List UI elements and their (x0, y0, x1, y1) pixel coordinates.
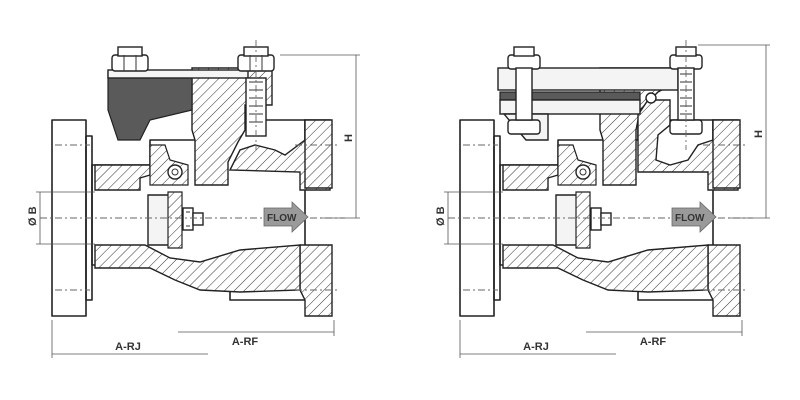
outlet-flange-lower-right (707, 244, 741, 317)
dim-a-rf-label-right: A-RF (640, 336, 667, 348)
dim-a-rf-label-left: A-RF (232, 336, 259, 348)
disc-holder-left (167, 191, 183, 249)
lower-body-section-left (94, 244, 301, 293)
hinge-pin-left (167, 164, 183, 180)
bonnet-top-plate-left (107, 69, 249, 79)
bonnet-cover-left (107, 71, 193, 141)
outlet-flange-lower-left (299, 244, 333, 317)
hinge-housing-left (149, 144, 189, 186)
dim-h-label-right: H (753, 130, 765, 138)
flow-label-left: FLOW (267, 213, 297, 224)
flow-label-right: FLOW (675, 213, 705, 224)
inlet-neck-section-left (94, 164, 151, 191)
dim-b-label-left: Ø B (27, 206, 39, 226)
left-valve-view: FLOW Ø B H A-RF A-RJ (27, 40, 360, 358)
dim-a-rj-label-left: A-RJ (115, 341, 141, 353)
outlet-flange-upper-right (712, 119, 741, 189)
bonnet-clamp-bottom-right (499, 99, 641, 115)
lower-body-section-right (502, 244, 709, 293)
bonnet-bolt-left-1 (111, 46, 149, 72)
disc-nut-left (182, 207, 204, 231)
flow-arrow-icon: FLOW (671, 201, 717, 233)
hinge-pin-right (575, 164, 591, 180)
right-valve-view: FLOW Ø B H A-RF A-RJ (435, 40, 770, 358)
locating-pin-right (645, 92, 657, 104)
dim-h-label-left: H (343, 134, 355, 142)
outlet-flange-upper-left (304, 119, 333, 189)
hinge-housing-right (557, 144, 597, 186)
dim-a-rj-label-right: A-RJ (523, 341, 549, 353)
dim-b-label-right: Ø B (435, 206, 447, 226)
disc-nut-right (590, 207, 612, 231)
flow-arrow-icon: FLOW (263, 201, 309, 233)
bonnet-bolt-right-1 (507, 46, 541, 135)
